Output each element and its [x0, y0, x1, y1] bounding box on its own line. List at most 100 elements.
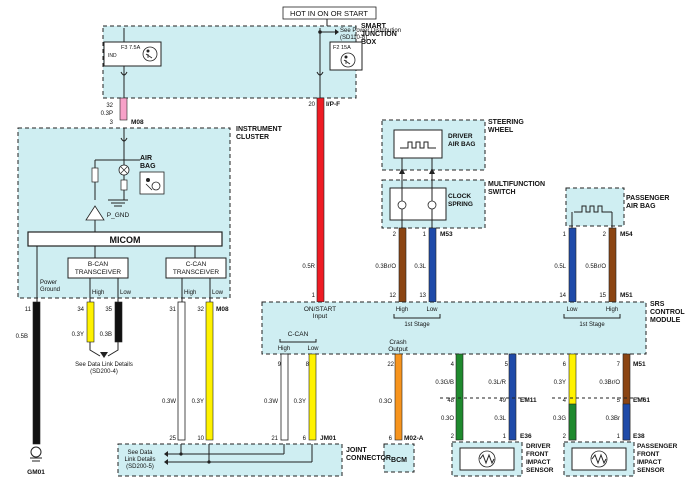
srs-control-module — [261, 301, 647, 355]
driver-airbag-box — [393, 129, 443, 159]
wire-0-3o: 0.3O — [379, 399, 392, 405]
wire-red — [316, 97, 325, 303]
pin-49: 49 — [499, 398, 506, 404]
bcm-label: BCM — [391, 457, 407, 464]
micom-box — [27, 231, 223, 247]
stage1-left: 1st Stage — [404, 322, 430, 328]
sjb-label-2: JUNCTION — [361, 31, 397, 38]
conn-m53: M53 — [440, 231, 453, 238]
conn-m51: M51 — [620, 292, 633, 299]
conn-jm01: JM01 — [320, 435, 337, 442]
pin-4b: 4 — [563, 398, 567, 404]
wire-0-3gb: 0.3G/B — [435, 380, 454, 386]
ccan-transceiver — [165, 257, 227, 279]
pin-9: 9 — [278, 362, 282, 368]
ccan-label-2: TRANSCEIVER — [173, 269, 220, 276]
hot-label-box — [282, 6, 377, 20]
conn-em61: EM61 — [633, 397, 650, 404]
wire-0-3br: 0.3Br — [606, 416, 620, 422]
bcan-label-1: B-CAN — [88, 261, 109, 268]
airbag-indicator-icon — [139, 171, 165, 195]
pin-7: 7 — [617, 362, 621, 368]
wire-0-3b: 0.3B — [100, 332, 112, 338]
wire-yellow-srs — [308, 353, 317, 441]
bcan-high: High — [92, 290, 104, 296]
wire-0-3y: 0.3Y — [72, 332, 84, 338]
wire-0-3l: 0.3L — [414, 264, 426, 270]
pin-21: 21 — [271, 436, 278, 442]
conn-ip-f: I/P-F — [326, 101, 340, 108]
pin-6b: 6 — [389, 436, 393, 442]
pin-1d: 1 — [503, 434, 507, 440]
pin-2c: 2 — [451, 434, 455, 440]
wire-0-3l2: 0.3L — [494, 416, 506, 422]
wire-0-3w: 0.3W — [162, 399, 176, 405]
conn-m08b: M08 — [216, 306, 229, 313]
dfis-4: SENSOR — [526, 467, 554, 474]
clock-spring-icon-2 — [427, 200, 437, 210]
wire-white-ic — [177, 301, 186, 441]
pin-1c: 1 — [563, 232, 567, 238]
srs-low-1: Low — [426, 307, 438, 313]
pin-22: 22 — [387, 362, 394, 368]
wire-0-3bro2: 0.3Br/O — [599, 380, 620, 386]
crash-2: Output — [388, 346, 408, 353]
datalink-left-2: (SD200-4) — [90, 369, 118, 375]
mfs-label-1: MULTIFUNCTION — [488, 181, 545, 188]
airbag-warning-icon — [142, 46, 158, 62]
wire-0-3w2: 0.3W — [264, 399, 278, 405]
conn-m02a: M02-A — [404, 435, 424, 442]
bcan-label-2: TRANSCEIVER — [75, 269, 122, 276]
pin-12: 12 — [389, 293, 396, 299]
joint-label-1: JOINT — [346, 447, 367, 454]
srs-high-1: High — [396, 307, 408, 313]
fuse-f2-label: F2 15A — [333, 45, 351, 51]
airbag-label-1: AIR — [140, 155, 152, 162]
wire-orange — [394, 353, 403, 441]
srs-label-3: MODULE — [650, 317, 681, 324]
pin-5b: 5 — [617, 398, 621, 404]
pin-6: 6 — [563, 362, 567, 368]
on-start-2: Input — [313, 313, 328, 320]
joint-label-2: CONNECTOR — [346, 455, 391, 462]
pab-label-2: AIR BAG — [626, 203, 656, 210]
conn-m08: M08 — [131, 119, 144, 126]
wire-brown-driver — [398, 227, 407, 303]
joint-connector-box — [117, 443, 343, 477]
wire-0-3y2: 0.3Y — [192, 399, 204, 405]
ccan-high: High — [184, 290, 196, 296]
srs-ccan-low: Low — [307, 346, 319, 352]
dfis-2: FRONT — [526, 451, 548, 458]
wire-0-3p: 0.3P — [101, 111, 113, 117]
wire-yellow-bcan — [86, 301, 95, 343]
wire-pink — [119, 97, 128, 121]
see-power-1: See Power Distribution — [340, 28, 401, 34]
pin-3: 3 — [110, 120, 114, 126]
dfis-3: IMPACT — [526, 459, 550, 466]
pfis-1: PASSENGER — [637, 443, 678, 450]
pin-11: 11 — [25, 307, 32, 313]
passenger-airbag-box — [565, 187, 625, 227]
wire-0-5l: 0.5L — [554, 264, 566, 270]
fuse-f3-sub: IND — [108, 53, 117, 59]
conn-gm01: GM01 — [27, 469, 45, 476]
mfs-label-2: SWITCH — [488, 189, 516, 196]
pin-25: 25 — [169, 436, 176, 442]
ccan-label-1: C-CAN — [186, 261, 207, 268]
power-ground-2: Ground — [40, 287, 60, 293]
see-power-2: (SD110-8) — [340, 35, 367, 41]
conn-m51b: M51 — [633, 361, 646, 368]
bcan-low: Low — [120, 290, 132, 296]
wire-0-3bro: 0.3Br/O — [375, 264, 396, 270]
dfis-1: DRIVER — [526, 443, 551, 450]
pin-35: 35 — [105, 307, 112, 313]
pin-2b: 2 — [603, 232, 607, 238]
pfis-4: SENSOR — [637, 467, 665, 474]
pin-2: 2 — [393, 232, 397, 238]
fuse-f3-label: F3 7.5A — [121, 45, 141, 51]
airbag-label-2: BAG — [140, 163, 156, 170]
pin-15: 15 — [599, 293, 606, 299]
wire-blue-passenger-sensor — [622, 403, 631, 441]
pin-1-red: 1 — [312, 293, 316, 299]
steering-label-1: STEERING — [488, 119, 524, 126]
